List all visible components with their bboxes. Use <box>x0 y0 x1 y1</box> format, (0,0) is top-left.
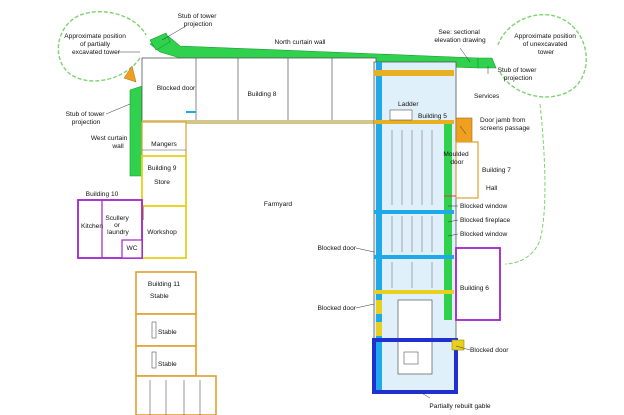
building-9-label: Building 9 <box>148 165 177 172</box>
blocked-door-mid-label: Blocked door <box>318 245 357 252</box>
blocked-window-1-label: Blocked window <box>460 203 508 210</box>
building-11-label: Building 11 <box>148 281 180 288</box>
stub-tower-left-label: Stub of tower projection <box>66 111 107 126</box>
partial-tower-label: Approximate position of partially excava… <box>64 33 127 56</box>
stub-tower-top-label: Stub of tower projection <box>178 13 219 28</box>
stub-tower-top <box>149 32 171 51</box>
mangers-label: Mangers <box>151 141 177 148</box>
hall-label: Hall <box>486 185 498 192</box>
store-label: Store <box>154 179 170 186</box>
workshop-label: Workshop <box>147 229 177 236</box>
tower-fragment <box>123 65 137 83</box>
stable-b-label: Stable <box>158 329 177 336</box>
services-label: Services <box>474 93 500 100</box>
blocked-door-low-label: Blocked door <box>318 305 357 312</box>
west-range <box>140 121 187 259</box>
partial-gable-label: Partially rebuilt gable <box>429 403 491 410</box>
leader-lines <box>105 25 489 399</box>
east-boundary-line <box>504 103 546 265</box>
partial-tower-outline <box>57 11 147 82</box>
building-5-label: Building 5 <box>418 113 447 120</box>
unexcavated-tower-label: Approximate position of unexcavated towe… <box>514 33 577 56</box>
building-6 <box>451 247 501 351</box>
west-curtain-wall <box>129 85 143 177</box>
building-10 <box>77 199 143 259</box>
blocked-door-right-label: Blocked door <box>470 347 509 354</box>
farmyard-label: Farmyard <box>264 201 293 208</box>
scullery-label: Scullery or laundry <box>105 215 130 236</box>
building-6-label: Building 6 <box>460 285 489 292</box>
sectional-label: See: sectional elevation drawing <box>434 29 486 44</box>
building-11 <box>135 271 217 415</box>
unexcavated-tower-outline <box>497 14 587 98</box>
ladder-label: Ladder <box>398 101 419 108</box>
building-10-label: Building 10 <box>86 191 119 198</box>
stable-c-label: Stable <box>158 361 177 368</box>
west-curtain-label: West curtain wall <box>91 135 129 150</box>
stable-a-label: Stable <box>150 293 169 300</box>
blocked-fireplace-label: Blocked fireplace <box>460 217 511 224</box>
building-5 <box>372 61 458 394</box>
services-building-7 <box>444 117 479 199</box>
building-8-label: Building 8 <box>248 91 277 98</box>
kitchen-label: Kitchen <box>81 223 103 230</box>
moulded-door-label: Moulded door <box>443 151 470 166</box>
stub-tower-right-label: Stub of tower projection <box>498 67 539 82</box>
labels: Approximate position of partially excava… <box>64 13 577 410</box>
north-curtain-label: North curtain wall <box>275 39 326 46</box>
stub-tower-right <box>477 57 497 69</box>
wc-label: WC <box>127 245 138 252</box>
blocked-window-2-label: Blocked window <box>460 231 508 238</box>
building-7-label: Building 7 <box>482 167 511 174</box>
door-jamb-label: Door jamb from screens passage <box>480 117 530 132</box>
blocked-door-top-label: Blocked door <box>157 85 196 92</box>
